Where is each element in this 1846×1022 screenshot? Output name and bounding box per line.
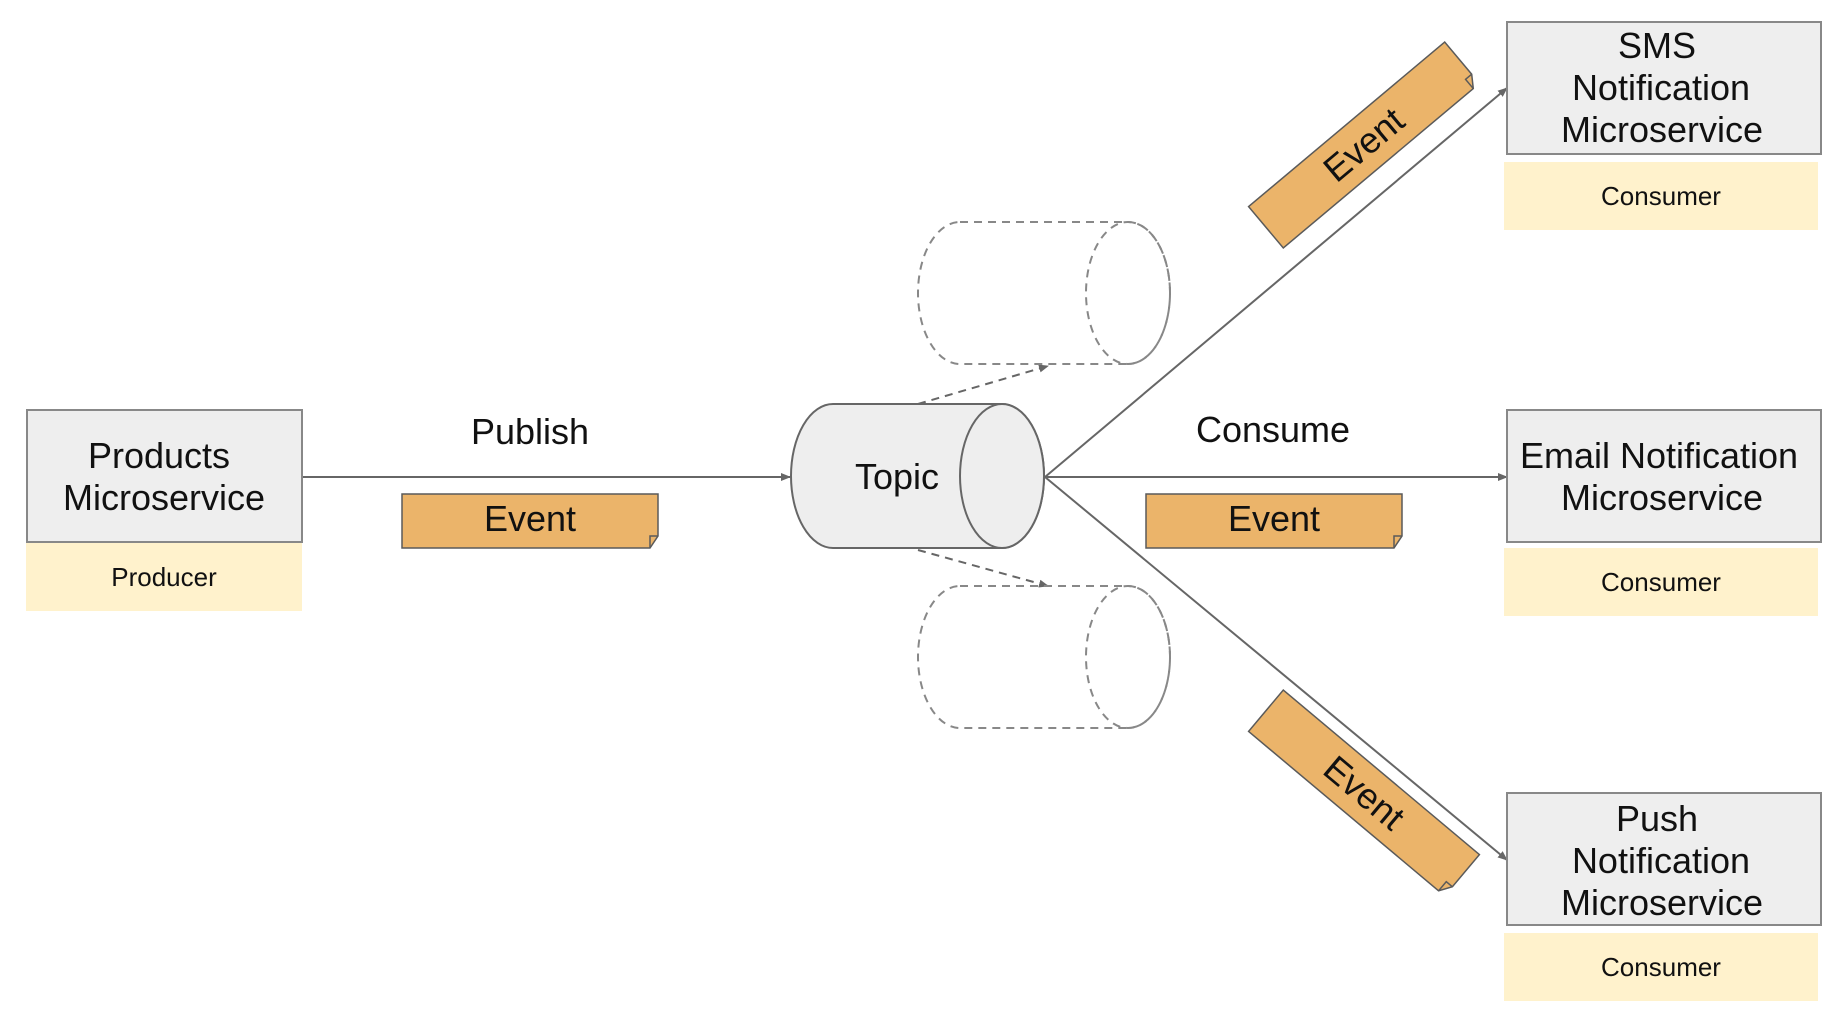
sms-title-line1: SMS xyxy=(1618,25,1696,66)
sms-title-line2: Notification xyxy=(1572,67,1750,108)
event-note-push: Event xyxy=(1247,688,1481,892)
partition-cylinder-upper xyxy=(917,221,1171,365)
email-role-box xyxy=(1504,548,1818,616)
producer-role-label: Producer xyxy=(111,562,217,592)
consume-label: Consume xyxy=(1196,409,1350,450)
sms-service-box xyxy=(1506,21,1822,155)
email-consumer-node: Email Notification Microservice Consumer xyxy=(1504,409,1822,616)
producer-title-line1: Products xyxy=(88,435,230,476)
svg-text:Push Notification: Push Notification Microservice xyxy=(1561,798,1763,923)
sms-role-box xyxy=(1504,162,1818,230)
event-note-consume: Event xyxy=(1145,493,1403,549)
consume-arrow-sms xyxy=(1044,87,1508,478)
push-service-box xyxy=(1506,792,1822,926)
topic-label: Topic xyxy=(855,456,939,497)
partition-arrow-upper xyxy=(917,364,1049,405)
email-title-line1: Email Notification xyxy=(1520,435,1798,476)
consume-arrow-push xyxy=(1044,476,1508,861)
partition-cylinder-lower xyxy=(917,585,1171,729)
sms-role-label: Consumer xyxy=(1601,181,1721,211)
push-title-line2: Notification xyxy=(1572,840,1750,881)
producer-role-box xyxy=(26,543,302,611)
event-label-consume: Event xyxy=(1228,498,1320,539)
push-consumer-node: Push Notification Microservice Consumer xyxy=(1504,792,1822,1001)
producer-box xyxy=(26,409,303,543)
sms-consumer-node: SMS Notification Microservice Consumer xyxy=(1504,21,1822,230)
svg-text:SMS Notification M: SMS Notification Microservice xyxy=(1561,25,1763,150)
event-note-sms: Event xyxy=(1247,40,1475,250)
push-role-box xyxy=(1504,933,1818,1001)
svg-text:Products Microservice: Products Microservice xyxy=(63,435,265,518)
partition-arrow-lower xyxy=(917,549,1049,588)
svg-text:Email Notification Micro: Email Notification Microservice xyxy=(1520,435,1808,518)
email-title-line2: Microservice xyxy=(1561,477,1763,518)
event-label-publish: Event xyxy=(484,498,576,539)
push-role-label: Consumer xyxy=(1601,952,1721,982)
event-note-publish: Event xyxy=(401,493,659,549)
push-title-line1: Push xyxy=(1616,798,1698,839)
push-title-line3: Microservice xyxy=(1561,882,1763,923)
publish-label: Publish xyxy=(471,411,589,452)
email-role-label: Consumer xyxy=(1601,567,1721,597)
producer-title-line2: Microservice xyxy=(63,477,265,518)
producer-node: Products Microservice Producer xyxy=(26,409,303,611)
topic-cylinder: Topic xyxy=(790,403,1045,549)
sms-title-line3: Microservice xyxy=(1561,109,1763,150)
email-service-box xyxy=(1506,409,1822,543)
